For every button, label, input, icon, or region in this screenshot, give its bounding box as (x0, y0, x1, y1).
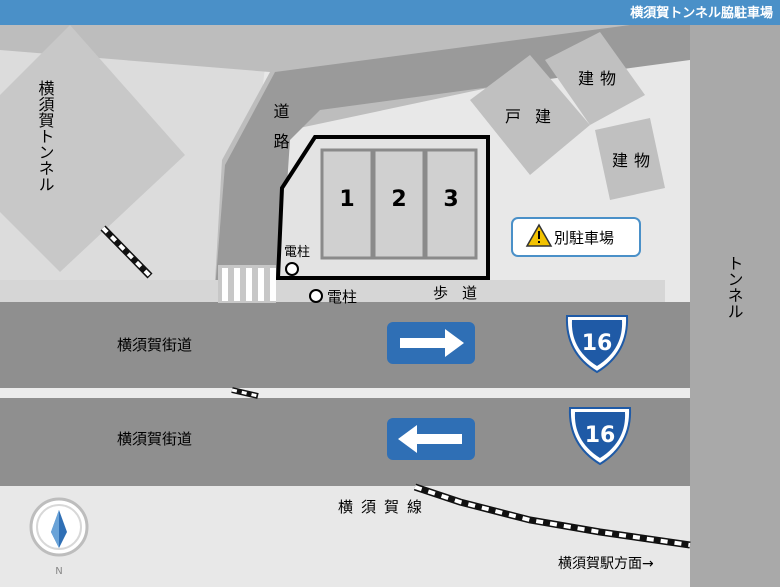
parking-space-2 (372, 148, 426, 260)
utility-pole-1-label: 電柱 (284, 245, 310, 260)
street-upper-label: 横須賀街道 (117, 336, 192, 354)
parking-space-1 (320, 148, 374, 260)
crosswalk (218, 265, 276, 303)
route-number-upper: 16 (582, 331, 613, 356)
parking-space-3 (424, 148, 478, 260)
tunnel-left-shape (0, 25, 185, 272)
side-road (215, 25, 690, 290)
arrow-left-icon (398, 425, 462, 453)
road-label: 道路 (271, 103, 290, 163)
warning-icon (525, 223, 553, 247)
alt-parking-label: 別駐車場 (554, 229, 614, 247)
sidewalk-strip (0, 280, 665, 302)
railway-dash-mid (231, 388, 259, 398)
building-1 (545, 32, 645, 125)
header-bar (0, 0, 780, 25)
parking-space-1-number: 1 (339, 187, 354, 212)
detached-house-label: 戸建 (505, 107, 565, 126)
building-2 (595, 118, 665, 200)
station-direction-label: 横須賀駅方面→ (558, 556, 654, 572)
building-1-label: 建物 (578, 69, 622, 88)
railway-label: 横須賀線 (338, 498, 430, 516)
tunnel-right-strip (690, 25, 780, 587)
railway-dash-lower (414, 485, 691, 547)
parking-space-3-number: 3 (443, 187, 458, 212)
route-number-lower: 16 (585, 423, 616, 448)
compass-n-label: N (55, 566, 62, 577)
utility-pole-2 (309, 289, 323, 303)
utility-pole-2-label: 電柱 (327, 288, 357, 306)
building-2-label: 建物 (612, 151, 656, 170)
header-title: 横須賀トンネル脇駐車場 (630, 5, 773, 21)
detached-house (470, 55, 590, 175)
arrow-right-icon (400, 329, 464, 357)
tunnel-right-label: トンネル (725, 255, 744, 319)
compass-icon (29, 497, 89, 557)
street-lower-label: 横須賀街道 (117, 430, 192, 448)
tunnel-left-label: 横須賀トンネル (36, 80, 55, 192)
parking-space-2-number: 2 (391, 187, 406, 212)
utility-pole-1 (285, 262, 299, 276)
road-divider (0, 388, 690, 398)
railway-segment-upper (100, 225, 153, 279)
route-shield-lower (568, 407, 632, 466)
route-shield-upper (565, 315, 629, 374)
sidewalk-label: 歩道 (433, 284, 491, 302)
